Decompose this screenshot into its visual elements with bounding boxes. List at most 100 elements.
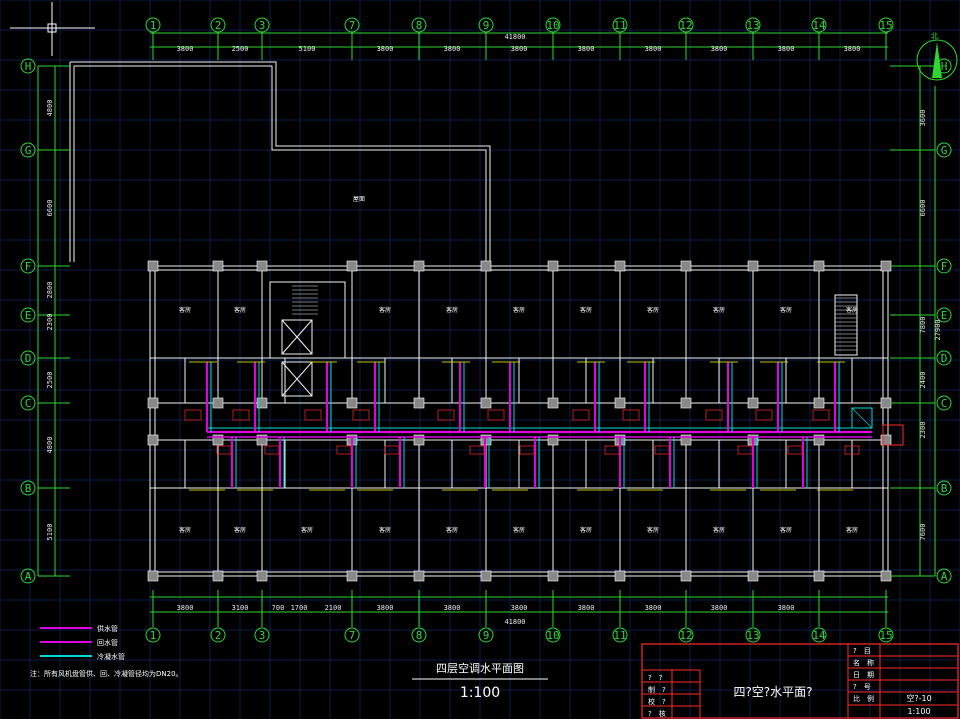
axis-bubble-left: [20, 568, 36, 584]
fan-coil-unit: [705, 409, 723, 421]
elevator-shaft: [281, 319, 313, 355]
title-block-right-label: 日 期: [853, 671, 874, 679]
title-block-drawing-no: 空?-10: [906, 693, 931, 703]
title-block-main-title: 四?空?水平面?: [733, 685, 812, 699]
fan-coil-unit: [384, 445, 400, 455]
fan-coil-unit: [737, 445, 753, 455]
fan-coil-unit: [812, 409, 830, 421]
axis-bubble-right: [936, 58, 952, 74]
axis-bubble-bottom: [254, 627, 270, 643]
structural-column: [212, 397, 224, 409]
axis-bubble-bottom: [745, 627, 761, 643]
room-label: 客房: [713, 306, 725, 314]
legend-label: 回水管: [97, 638, 118, 647]
dim-left: 5100: [46, 524, 54, 541]
legend-label: 供水管: [97, 624, 118, 633]
axis-label-right: D: [941, 352, 948, 365]
structural-column: [346, 397, 358, 409]
structural-column: [256, 434, 268, 446]
axis-label-bottom: 9: [483, 629, 490, 642]
dim-left: 2500: [46, 372, 54, 389]
dim-top: 3800: [444, 45, 461, 53]
axis-label-left: A: [25, 570, 32, 583]
dim-bottom: 700: [272, 604, 285, 612]
axis-bubble-left: [20, 480, 36, 496]
dim-bottom: 3800: [444, 604, 461, 612]
structural-column: [880, 260, 892, 272]
dim-left: 4800: [46, 100, 54, 117]
axis-bubble-bottom: [811, 627, 827, 643]
crosshair-icon: [10, 2, 95, 56]
room-label: 客房: [379, 306, 391, 314]
axis-label-right: C: [941, 397, 948, 410]
fan-coil-unit: [622, 409, 640, 421]
dim-right: 7600: [919, 524, 927, 541]
structural-column: [480, 397, 492, 409]
structural-column: [813, 260, 825, 272]
title-block-left-labels: ? ?制 ?校 ?? 核: [648, 674, 666, 718]
structural-column: [256, 397, 268, 409]
axis-bubble-right: [936, 350, 952, 366]
title-block-left-label: ? ?: [648, 674, 663, 682]
fan-coil-unit: [437, 409, 455, 421]
axis-label-bottom: 14: [812, 629, 826, 642]
axis-label-left: G: [25, 144, 32, 157]
axis-bubble-top: [411, 17, 427, 33]
title-block-left-label: 校 ?: [648, 697, 666, 706]
pipe-shaft: [851, 407, 873, 429]
building-outline-inner: [154, 269, 884, 573]
fan-coil-unit: [604, 445, 620, 455]
axis-label-left: C: [25, 397, 32, 410]
dim-top: 2500: [232, 45, 249, 53]
structural-column: [256, 260, 268, 272]
axis-label-top: 15: [879, 19, 892, 32]
room-label: 客房: [580, 526, 592, 534]
dim-right: 6600: [919, 200, 927, 217]
fan-coil-unit: [519, 445, 535, 455]
axis-bubble-top: [612, 17, 628, 33]
stair-core: [269, 281, 346, 359]
axis-bubble-top: [811, 17, 827, 33]
axis-label-bottom: 2: [215, 629, 222, 642]
axis-label-top: 13: [746, 19, 759, 32]
dim-top: 3800: [578, 45, 595, 53]
room-label: 客房: [513, 306, 525, 314]
axis-bubble-left: [20, 258, 36, 274]
axis-label-left: F: [25, 260, 32, 273]
dim-left: 2300: [46, 314, 54, 331]
dim-left: 2800: [46, 282, 54, 299]
dim-bottom: 3800: [711, 604, 728, 612]
axis-label-right: B: [941, 482, 948, 495]
structural-column: [747, 570, 759, 582]
dim-right-total: 27900: [934, 319, 942, 340]
structural-column: [480, 570, 492, 582]
structural-column: [680, 570, 692, 582]
axis-label-bottom: 10: [546, 629, 559, 642]
room-label: 客房: [846, 306, 858, 314]
room-label: 客房: [179, 306, 191, 314]
axis-bubble-left: [20, 58, 36, 74]
drawing-scale: 1:100: [460, 685, 500, 701]
axis-bubble-right: [936, 480, 952, 496]
axis-bubble-top: [478, 17, 494, 33]
dim-top: 3800: [711, 45, 728, 53]
axis-label-top: 11: [613, 19, 626, 32]
axis-bubble-right: [936, 142, 952, 158]
dim-bottom: 3800: [377, 604, 394, 612]
title-block-right-label: 比 例: [853, 694, 874, 703]
room-label: 客房: [713, 526, 725, 534]
axis-bubble-top: [210, 17, 226, 33]
title-block: 四?空?水平面? 空?-10 1:100: [641, 643, 959, 719]
axis-bubble-right: [936, 307, 952, 323]
axis-bubble-bottom: [145, 627, 161, 643]
building-outline: [149, 265, 889, 577]
axis-bubble-bottom: [210, 627, 226, 643]
axis-label-top: 8: [416, 19, 423, 32]
room-label: 客房: [179, 526, 191, 534]
title-block-left-label: 制 ?: [648, 685, 666, 694]
dim-bottom: 3800: [578, 604, 595, 612]
dim-right: 3600: [919, 110, 927, 127]
structural-column: [813, 434, 825, 446]
